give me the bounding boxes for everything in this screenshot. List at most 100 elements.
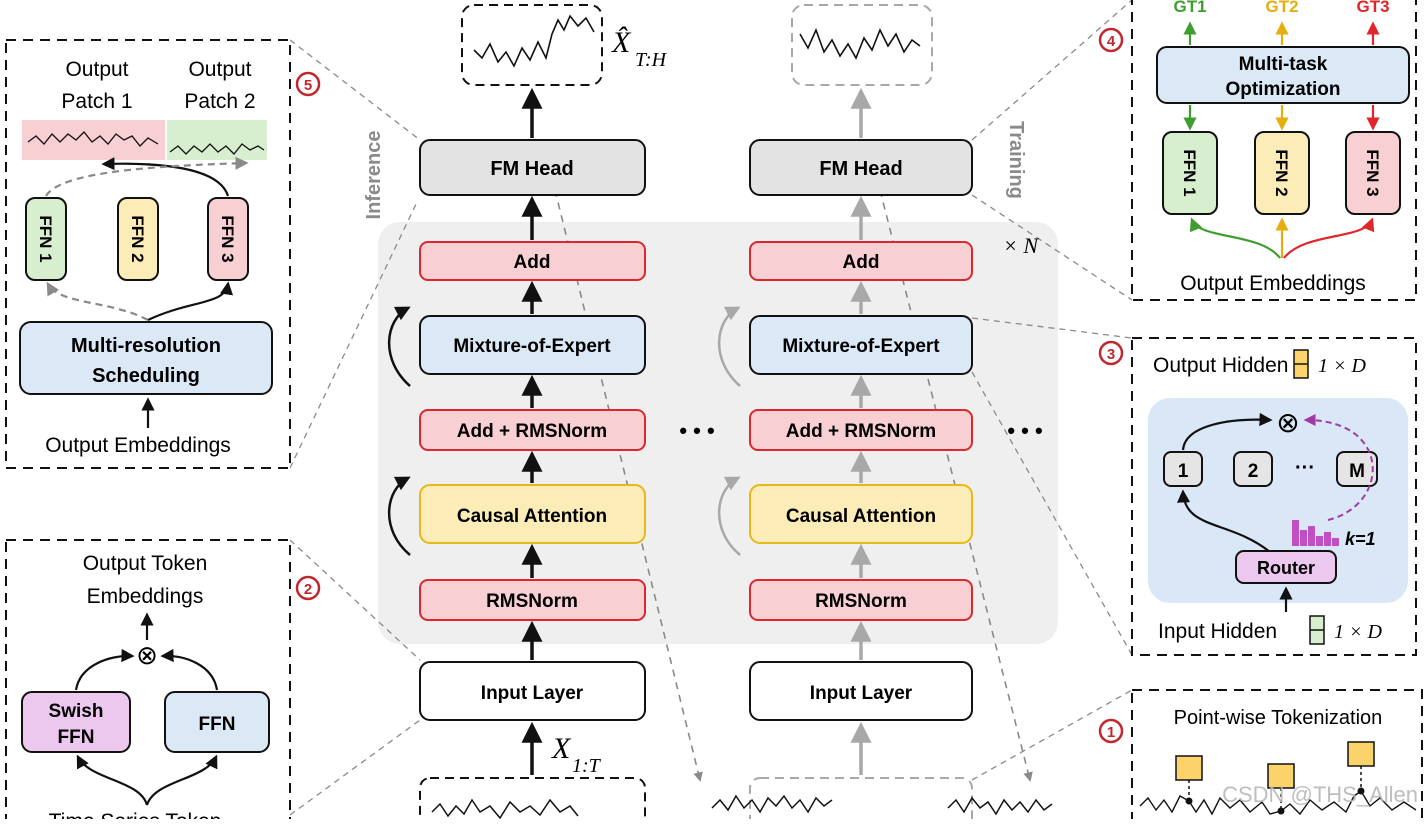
training-add-label: Add	[843, 252, 880, 273]
panel-4-optimizer	[1156, 46, 1410, 104]
training-residual-attn	[717, 476, 741, 556]
panel-3-input-dim: 1 × D	[1334, 621, 1382, 643]
panel-4-ffn2-label: FFN 2	[1272, 149, 1291, 196]
training-add-rmsnorm-label: Add + RMSNorm	[786, 421, 936, 442]
panel-4-ffn3-label: FFN 3	[1363, 149, 1382, 196]
panel-5-number: 5	[304, 77, 312, 94]
panel-5-ffn3-label: FFN 3	[218, 215, 237, 262]
center-ellipsis: • • •	[679, 418, 714, 443]
panel-2-number-badge	[295, 575, 321, 601]
training-add	[749, 241, 973, 281]
panel-5-patch1-line2: Patch 1	[61, 90, 132, 113]
panel-5-patch1-line1: Output	[65, 58, 128, 81]
panel-5-ffn2	[117, 197, 159, 281]
panel-3-moe-routing: 3 Output Hidden 1 × D ⊗ 1 2 ··· M k=1 Ro…	[1098, 337, 1417, 656]
panel-5-ffn1	[25, 197, 67, 281]
inference-column: X̂ T:H Inference FM Head Add Mixture-of-…	[363, 4, 668, 824]
inference-moe-label: Mixture-of-Expert	[453, 336, 611, 357]
panel-2-swish-line1: Swish	[49, 701, 104, 722]
inference-residual-attn	[387, 476, 411, 556]
panel-4-optimizer-line2: Optimization	[1225, 79, 1340, 100]
panel-1-token-3	[1347, 741, 1375, 767]
panel-1-number-badge	[1098, 718, 1124, 744]
panel-2-arrow-swish-to-mul	[74, 648, 135, 691]
inference-input-series-box	[419, 777, 646, 824]
repeat-label: × N	[1003, 233, 1039, 258]
inference-add-label: Add	[514, 252, 551, 273]
projection-lines	[289, 0, 1133, 816]
panel-3-inner-bg	[1148, 398, 1408, 603]
panel-5-arrow-sched-to-ffn3	[147, 281, 234, 321]
panel-3-number: 3	[1107, 346, 1115, 363]
panel-3-router-histogram-icon	[1292, 520, 1339, 546]
panel-2-multiply: ⊗	[136, 640, 158, 670]
panel-3-expert-1-label: 1	[1178, 461, 1189, 482]
panel-5-patch2-line1: Output	[188, 58, 251, 81]
panel-5-ffn2-label: FFN 2	[128, 215, 147, 262]
inference-add-rmsnorm	[419, 409, 646, 451]
panel-1-token-1	[1175, 755, 1203, 781]
inference-output-symbol: X̂	[611, 26, 632, 59]
inference-rmsnorm-label: RMSNorm	[486, 591, 578, 612]
panel-2-number: 2	[304, 581, 312, 598]
panel-3-number-badge	[1098, 340, 1124, 366]
panel-5-patch2-series	[169, 143, 265, 155]
inference-fm-head	[419, 139, 646, 196]
inference-output-series	[473, 14, 595, 68]
panel-3-arrow-expert1-to-mul	[1181, 412, 1273, 451]
panel-3-expert-m-label: M	[1349, 461, 1365, 482]
inference-causal-attention	[419, 484, 646, 544]
panel-4-ffn3	[1345, 131, 1401, 215]
inference-rmsnorm	[419, 579, 646, 621]
training-residual-moe	[717, 306, 741, 387]
panel-4-gt3: GT3	[1356, 0, 1389, 16]
panel-5-scheduler-line1: Multi-resolution	[71, 335, 221, 357]
inference-causal-attention-label: Causal Attention	[457, 506, 607, 527]
panel-5-ffn1-label: FFN 1	[36, 215, 55, 262]
panel-5-ffn3	[207, 197, 249, 281]
panel-2-arrow-ffn-to-mul	[160, 648, 219, 691]
training-rmsnorm	[749, 579, 973, 621]
inference-input-layer	[419, 661, 646, 721]
panel-3-expert-m	[1336, 451, 1378, 487]
panel-1-tokenization: 1 Point-wise Tokenization	[1098, 689, 1423, 824]
panel-2-swish-line2: FFN	[58, 727, 95, 748]
training-fm-head	[749, 139, 973, 196]
panel-3-dots: ···	[1295, 457, 1315, 479]
panel-3-output-dim: 1 × D	[1318, 355, 1366, 377]
panel-2-arrow-token-to-swish	[76, 754, 149, 806]
panel-5-scheduler	[19, 321, 273, 395]
panel-3-expert-2-label: 2	[1248, 461, 1259, 482]
training-input-series-box	[749, 777, 973, 824]
panel-2-swish-ffn	[21, 691, 131, 753]
inference-input-layer-label: Input Layer	[481, 683, 584, 704]
panel-2-title-line1: Output Token	[83, 552, 208, 575]
panel-5-input-label: Output Embeddings	[45, 434, 231, 457]
inference-output-subscript: T:H	[635, 49, 668, 71]
panel-2-ffn-label: FFN	[199, 714, 236, 735]
panel-5-patch1-series	[27, 131, 159, 147]
panel-5-multi-resolution: 5 Output Patch 1 Output Patch 2 FFN 1 FF…	[5, 39, 321, 469]
inference-input-series	[431, 798, 579, 820]
panel-4-ffn1	[1162, 131, 1218, 215]
panel-4-optimizer-line1: Multi-task	[1239, 54, 1328, 75]
panel-3-expert-1	[1163, 451, 1203, 487]
panel-2-title-line2: Embeddings	[87, 585, 204, 608]
panel-3-router-label: Router	[1257, 558, 1315, 578]
training-fm-head-label: FM Head	[819, 158, 902, 180]
panel-2-ffn	[164, 691, 270, 753]
panel-3-k-label: k=1	[1345, 529, 1376, 549]
training-input-series-right	[947, 796, 1053, 816]
panel-5-patch2-line2: Patch 2	[184, 90, 255, 113]
inference-fm-head-label: FM Head	[490, 158, 573, 180]
right-ellipsis: • • •	[1007, 418, 1042, 443]
panel-5-number-badge	[295, 71, 321, 97]
inference-add-rmsnorm-label: Add + RMSNorm	[457, 421, 607, 442]
training-add-rmsnorm	[749, 409, 973, 451]
panel-5-scheduler-line2: Scheduling	[92, 365, 200, 387]
training-causal-attention-label: Causal Attention	[786, 506, 936, 527]
panel-5-arrow-ffn1-to-patch2	[45, 156, 249, 197]
panel-1-series	[1139, 789, 1417, 816]
panel-5-arrow-sched-to-ffn1	[46, 281, 149, 321]
